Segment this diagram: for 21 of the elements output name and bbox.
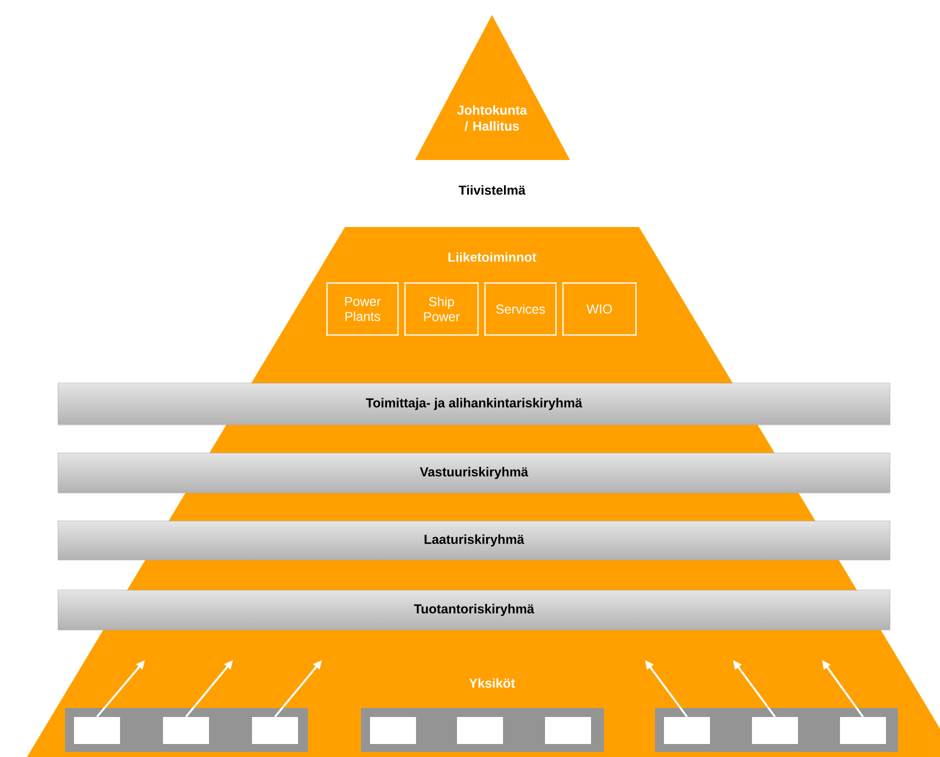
- unit-box: [545, 716, 591, 744]
- unit-box: [457, 716, 503, 744]
- division-box: Power Plants: [326, 282, 399, 336]
- division-box: Services: [484, 282, 557, 336]
- unit-box: [752, 716, 798, 744]
- unit-box: [252, 716, 298, 744]
- node-label: Liiketoiminnot: [448, 252, 536, 262]
- unit-box: [664, 716, 710, 744]
- division-box: Ship Power: [404, 282, 479, 336]
- apex-triangle: Johtokunta / Hallitus: [415, 15, 570, 160]
- unit-box: [840, 716, 886, 744]
- unit-box: [163, 716, 209, 744]
- risk-group-bar: Laaturiskiryhmä: [58, 520, 890, 560]
- node-label: Yksiköt: [469, 678, 515, 688]
- risk-group-bar: Vastuuriskiryhmä: [58, 452, 890, 494]
- unit-box: [370, 716, 416, 744]
- heading: Tiivistelmä: [458, 185, 526, 195]
- division-box: WIO: [562, 282, 637, 336]
- risk-group-bar: Tuotantoriskiryhmä: [58, 590, 890, 630]
- unit-box: [74, 716, 120, 744]
- risk-group-bar: Toimittaja- ja alihankintariskiryhmä: [58, 382, 890, 426]
